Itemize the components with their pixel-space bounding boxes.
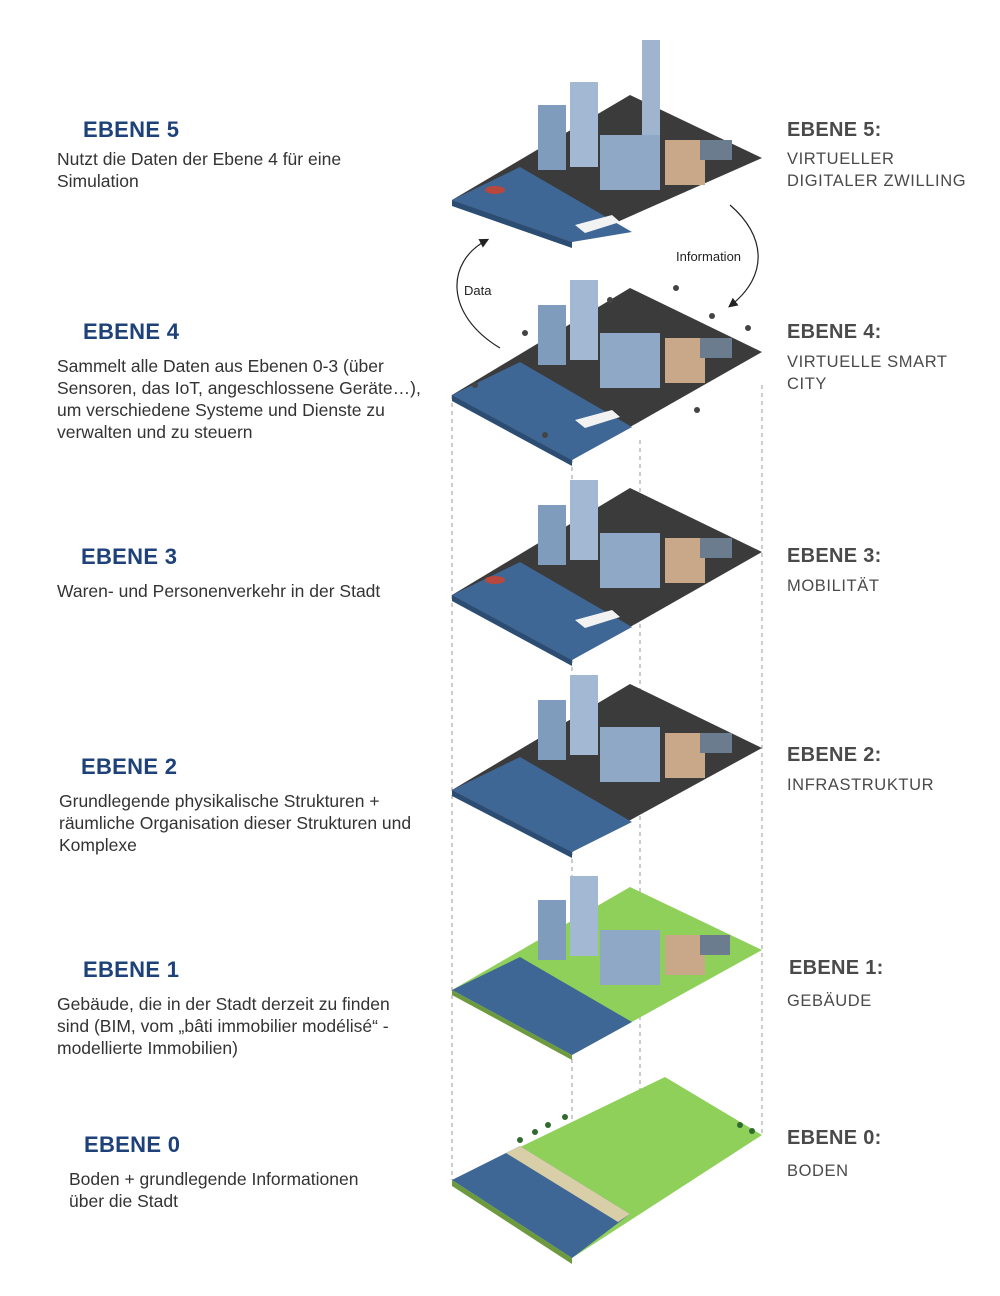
level-2-right-subtitle: INFRASTRUKTUR [787, 776, 935, 794]
level-1-right-title: EBENE 1: [789, 957, 884, 979]
level-4-description: Sammelt alle Daten aus Ebenen 0-3 (über … [57, 356, 421, 442]
layer-3-mobility [452, 480, 762, 666]
information-arrow [728, 204, 759, 308]
level-4-right-subtitle: VIRTUELLE SMART CITY [787, 353, 948, 393]
level-5-description: Nutzt die Daten der Ebene 4 für eine Sim… [57, 149, 342, 191]
level-4-right-title: EBENE 4: [787, 321, 882, 343]
level-5-title: EBENE 5 [83, 117, 180, 142]
level-1-description: Gebäude, die in der Stadt derzeit zu fin… [57, 994, 390, 1058]
level-1-title: EBENE 1 [83, 957, 180, 982]
level-2-description: Grundlegende physikalische Strukturen + … [59, 791, 412, 855]
level-5-right-title: EBENE 5: [787, 119, 882, 141]
layer-1-buildings [452, 876, 762, 1060]
layer-2-infrastructure [452, 675, 762, 858]
information-label: Information [676, 249, 742, 264]
layer-5-digital-twin [452, 40, 762, 248]
level-2-right-title: EBENE 2: [787, 744, 882, 766]
level-5-right-subtitle: VIRTUELLER DIGITALER ZWILLING [787, 150, 967, 190]
data-arrow [456, 238, 501, 349]
level-1-right-subtitle: GEBÄUDE [787, 992, 872, 1010]
level-0-right-subtitle: BODEN [787, 1162, 849, 1180]
level-2-title: EBENE 2 [81, 754, 178, 779]
level-3-right-title: EBENE 3: [787, 545, 882, 567]
level-3-description: Waren- und Personenverkehr in der Stadt [57, 581, 381, 601]
level-4-title: EBENE 4 [83, 319, 180, 344]
level-0-title: EBENE 0 [84, 1132, 181, 1157]
level-3-right-subtitle: MOBILITÄT [787, 577, 880, 595]
level-3-title: EBENE 3 [81, 544, 178, 569]
data-label: Data [464, 283, 492, 298]
level-0-right-title: EBENE 0: [787, 1127, 882, 1149]
level-0-description: Boden + grundlegende Informationen über … [69, 1169, 359, 1211]
layer-0-ground [452, 1077, 762, 1264]
layer-4-smart-city [452, 280, 762, 466]
